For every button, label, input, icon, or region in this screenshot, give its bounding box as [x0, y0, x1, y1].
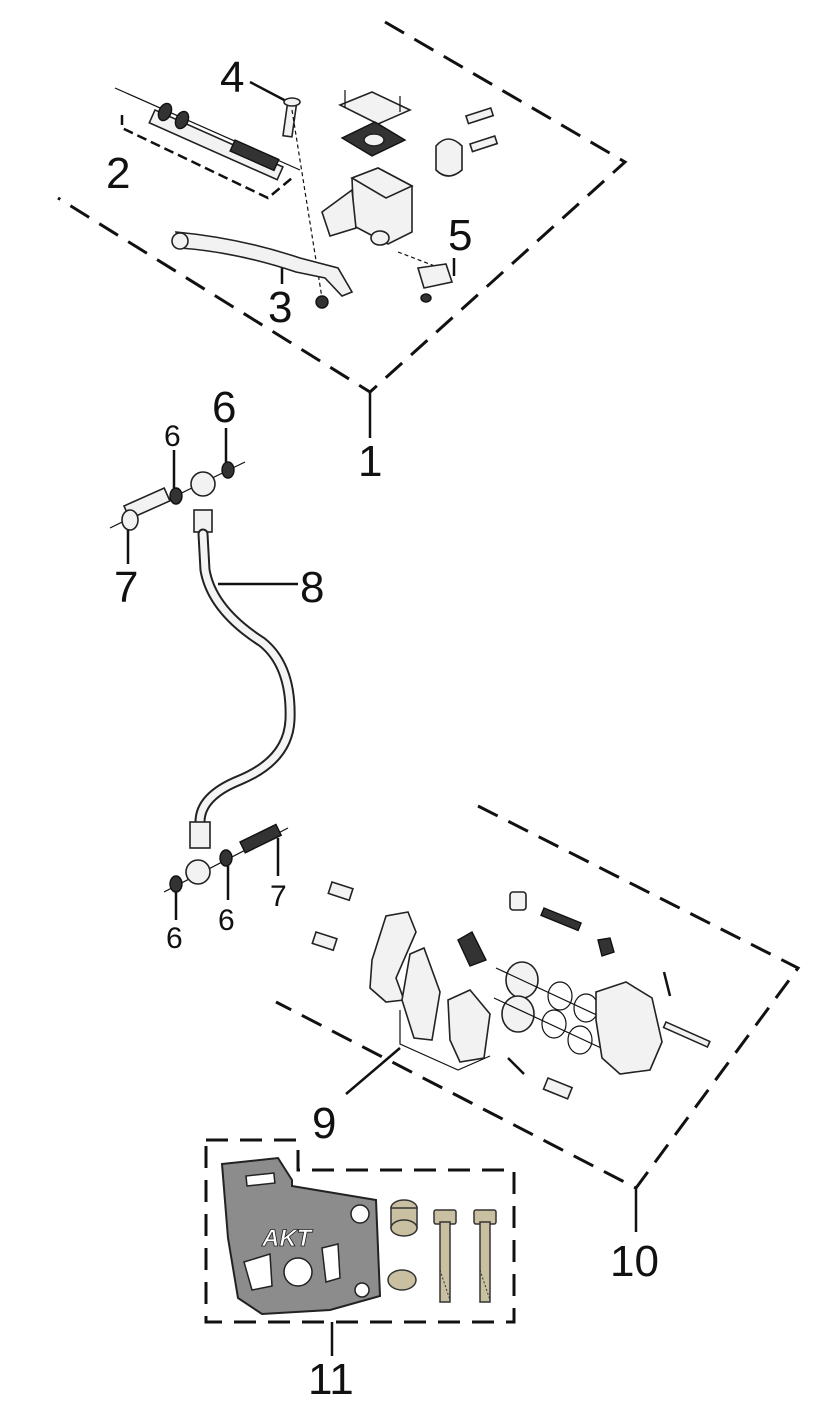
pivot-bolt-head [283, 97, 301, 107]
plate-hole-bottom [354, 1282, 370, 1298]
pivot-axis [291, 109, 323, 299]
bottom-banjo-bolt [239, 823, 283, 854]
lever-tip [171, 232, 189, 250]
callout-5: 5 [448, 211, 472, 260]
handlebar-clamp [435, 106, 499, 177]
leader-4 [249, 80, 289, 104]
piston-body [148, 108, 284, 181]
piston-spring [229, 139, 280, 172]
caliper-pin [540, 907, 582, 932]
callout-6a: 6 [164, 420, 181, 453]
bottom-washer-1 [169, 875, 183, 893]
mount-bolt-2 [473, 1209, 497, 1303]
leader-9 [345, 1047, 401, 1095]
brake-hose-assembly: 6 6 7 8 6 6 7 [109, 383, 324, 955]
callout-2: 2 [106, 149, 130, 198]
mount-bolt-2-shank [479, 1221, 491, 1303]
piston-axis-2 [493, 997, 615, 1055]
reservoir-cap [338, 90, 412, 157]
top-banjo-bolt-head [121, 509, 139, 531]
assembly-1-boundary [57, 20, 628, 394]
callout-6c: 6 [166, 922, 183, 955]
pad-spring [457, 931, 487, 967]
piston-kit [114, 87, 301, 200]
hose-inner [196, 530, 294, 826]
caliper-assembly: 9 10 [275, 804, 801, 1286]
seal-1 [547, 981, 573, 1011]
plate-hole-mid [283, 1257, 313, 1287]
callout-4: 4 [220, 53, 244, 102]
callout-1: 1 [358, 437, 382, 486]
top-banjo-eye [190, 471, 216, 497]
caliper-sleeve [509, 891, 527, 911]
spacer-bottom [387, 1269, 417, 1291]
plate-hole-top [350, 1204, 370, 1224]
plate-slot [245, 1172, 276, 1187]
lever-arm [174, 231, 354, 297]
assembly-10-boundary [275, 804, 801, 1190]
callout-7b: 7 [270, 880, 287, 913]
callout-8: 8 [300, 563, 324, 612]
mount-bolt-1-shank [439, 1221, 451, 1303]
assembly-11-boundary [204, 1138, 516, 1324]
caliper-bolt-1 [327, 880, 354, 902]
mount-plate-kit: AKT 11 [204, 1138, 516, 1404]
clamp-bolt-2 [468, 134, 499, 153]
callout-9: 9 [312, 1099, 336, 1148]
caliper-small-screw [507, 1057, 525, 1075]
cap-plate [338, 91, 412, 125]
mount-bolt-2-thread [479, 1269, 491, 1301]
spacer-top-bottom [390, 1219, 418, 1237]
caliper-pistons [493, 961, 617, 1055]
brake-pad-2 [447, 989, 491, 1063]
callout-10: 10 [610, 1237, 659, 1286]
switch-screw [420, 293, 432, 303]
seal-4 [567, 1025, 593, 1055]
master-cylinder-assembly: 1 2 3 4 5 [57, 20, 628, 486]
brake-switch [397, 251, 456, 303]
callout-3: 3 [268, 283, 292, 332]
bottom-banjo-eye [185, 859, 211, 885]
caliper-long-pin [662, 1020, 711, 1049]
plate-cutout-right [321, 1243, 341, 1283]
bottom-hose-collar [189, 821, 211, 849]
brake-pad-1 [401, 946, 441, 1041]
cylinder-port [370, 230, 390, 246]
pivot-bolt [249, 80, 329, 309]
caliper-bolt-2 [311, 930, 338, 952]
caliper-body [595, 981, 663, 1075]
seal-2 [573, 993, 599, 1023]
bleed-screw [662, 971, 672, 997]
bleeder-cap [597, 937, 615, 957]
diaphragm-center [363, 133, 385, 147]
plate-cutout-left [243, 1253, 273, 1291]
callout-11: 11 [308, 1355, 354, 1404]
brake-lever [171, 231, 354, 297]
clamp-bolt-1 [464, 106, 495, 125]
piston-seal-2 [174, 110, 190, 130]
mount-bolt-1 [433, 1209, 457, 1303]
lever-mount [321, 188, 357, 237]
seal-3 [541, 1009, 567, 1039]
callout-6b: 6 [212, 383, 236, 432]
bottom-washer-2 [219, 849, 233, 867]
top-washer-2 [221, 461, 235, 479]
plate-logo: AKT [261, 1225, 314, 1252]
switch-body [416, 263, 454, 289]
pivot-nut [315, 295, 329, 309]
master-cylinder-body [321, 167, 414, 246]
callout-6d: 6 [218, 904, 235, 937]
cylinder-top [350, 167, 414, 199]
caliper-bracket [369, 911, 417, 1003]
caliper-mount-bolt [542, 1076, 574, 1100]
piston-seal-1 [157, 102, 173, 122]
piston-kit-bracket [120, 115, 293, 200]
callout-7a: 7 [114, 563, 138, 612]
mount-bolt-1-thread [439, 1269, 451, 1301]
clamp-half [435, 138, 463, 177]
pad-group-bracket [399, 1010, 491, 1071]
top-washer-1 [169, 487, 183, 505]
